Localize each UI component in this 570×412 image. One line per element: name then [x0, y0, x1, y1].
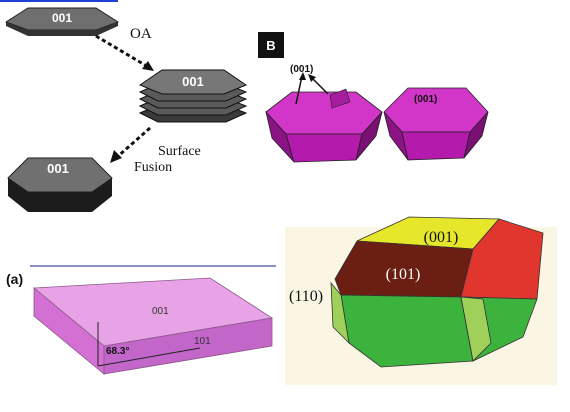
fused-crystal: 001: [7, 157, 113, 212]
right-crystal-label: (001): [414, 94, 437, 105]
fusion-label-line2: Fusion: [134, 160, 172, 175]
single-plate: 001: [4, 7, 120, 36]
pink-slab: [32, 277, 274, 375]
crystal-panel: (001) (101) (110): [285, 187, 557, 385]
single-plate-label: 001: [52, 11, 72, 25]
fused-crystal-label: 001: [47, 161, 69, 176]
face-001-crystal-label: (001): [424, 229, 459, 246]
panel-b-badge: [258, 32, 284, 58]
panel-b: B (001) (001): [258, 32, 510, 184]
fusion-arrow: [110, 126, 151, 163]
left-crystal-label: (001): [290, 64, 313, 75]
oa-arrow-label: OA: [130, 26, 152, 42]
face-101-label: 101: [194, 336, 211, 347]
face-001-label: 001: [152, 306, 169, 317]
panel-b-svg: B (001) (001): [258, 32, 489, 163]
face-101-crystal-label: (101): [386, 266, 421, 283]
colored-crystal: [330, 216, 544, 368]
panel-a-svg: (a) 001 101 68.3°: [6, 265, 276, 375]
right-magenta-crystal: [383, 87, 489, 161]
left-crystal-arrows: [295, 72, 329, 105]
oa-arrow: [95, 34, 154, 71]
oa-schematic-svg: 001 OA 001 Surface Fusion 001: [0, 0, 248, 212]
stacked-plates-label: 001: [182, 74, 204, 89]
face-110-crystal-label: (110): [289, 288, 323, 305]
left-magenta-crystal: [265, 88, 383, 163]
panel-a: (a) 001 101 68.3°: [0, 262, 285, 382]
fusion-label-line1: Surface: [158, 144, 201, 159]
crystal-svg: (001) (101) (110): [285, 216, 557, 385]
panel-b-badge-label: B: [266, 38, 275, 53]
oa-schematic-panel: 001 OA 001 Surface Fusion 001: [0, 0, 260, 215]
panel-a-label: (a): [6, 271, 23, 287]
angle-label: 68.3°: [106, 346, 129, 357]
stacked-plates: 001: [138, 69, 248, 123]
